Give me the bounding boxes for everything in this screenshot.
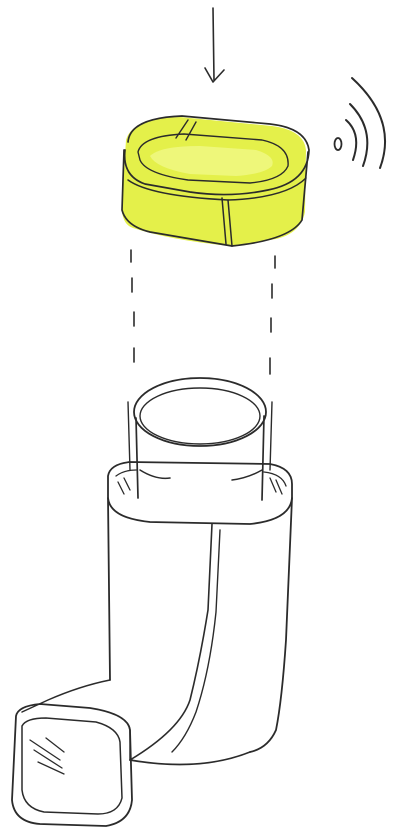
down-arrow-icon: [205, 8, 224, 82]
medication-canister: [128, 378, 272, 500]
inhaler-body: [12, 462, 292, 826]
alignment-guides: [131, 250, 275, 374]
sensor-cap: [122, 116, 309, 246]
wireless-signal-icon: [335, 78, 386, 168]
